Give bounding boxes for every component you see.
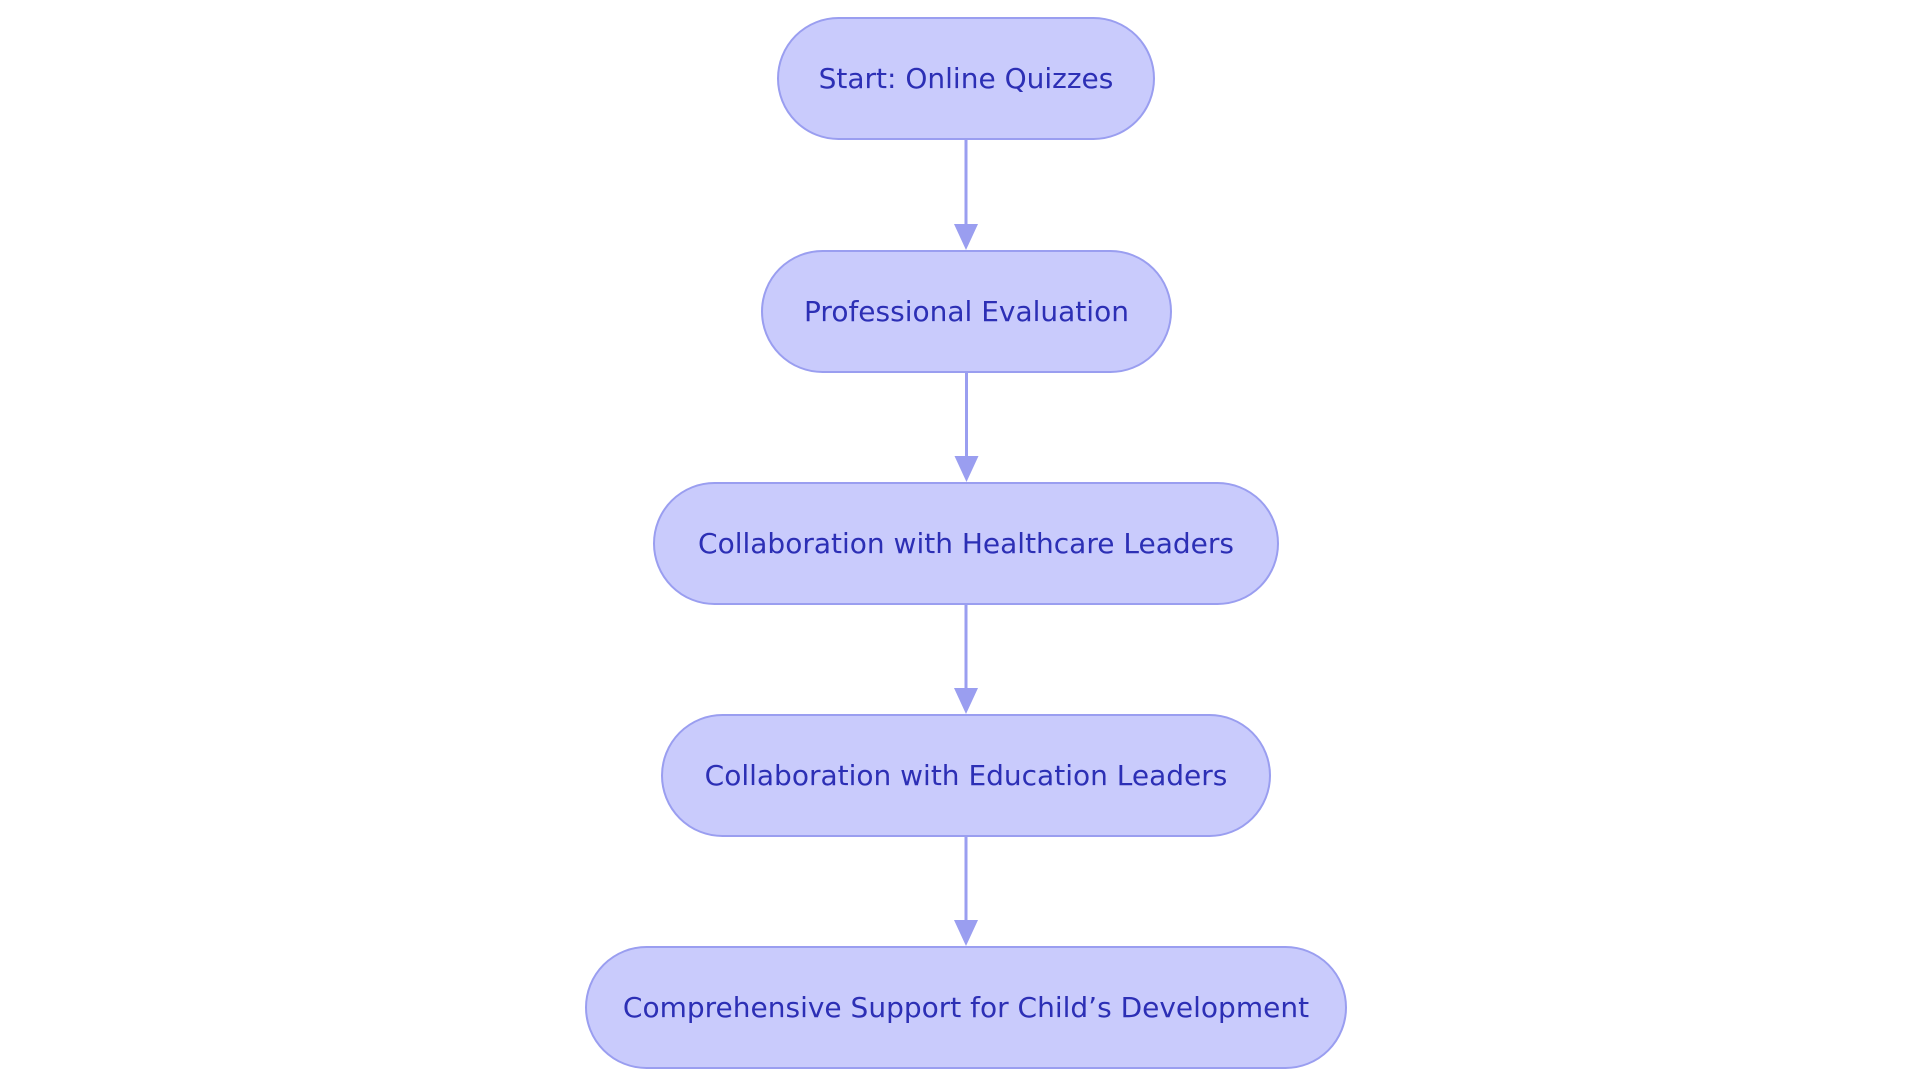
node-professional-evaluation: Professional Evaluation <box>761 250 1172 373</box>
node-label: Collaboration with Education Leaders <box>704 759 1228 792</box>
node-collaboration-healthcare-leaders: Collaboration with Healthcare Leaders <box>653 482 1279 605</box>
node-start-online-quizzes: Start: Online Quizzes <box>777 17 1155 140</box>
edge-arrowhead-3 <box>954 688 978 714</box>
node-label: Professional Evaluation <box>804 295 1129 328</box>
node-label: Start: Online Quizzes <box>818 62 1114 95</box>
edge-arrowhead-2 <box>954 456 979 482</box>
edge-arrowhead-1 <box>954 224 978 250</box>
edge-arrowhead-4 <box>954 920 978 946</box>
node-label: Comprehensive Support for Child’s Develo… <box>622 991 1310 1024</box>
node-label: Collaboration with Healthcare Leaders <box>698 527 1234 560</box>
node-collaboration-education-leaders: Collaboration with Education Leaders <box>661 714 1271 837</box>
node-comprehensive-support: Comprehensive Support for Child’s Develo… <box>585 946 1347 1069</box>
